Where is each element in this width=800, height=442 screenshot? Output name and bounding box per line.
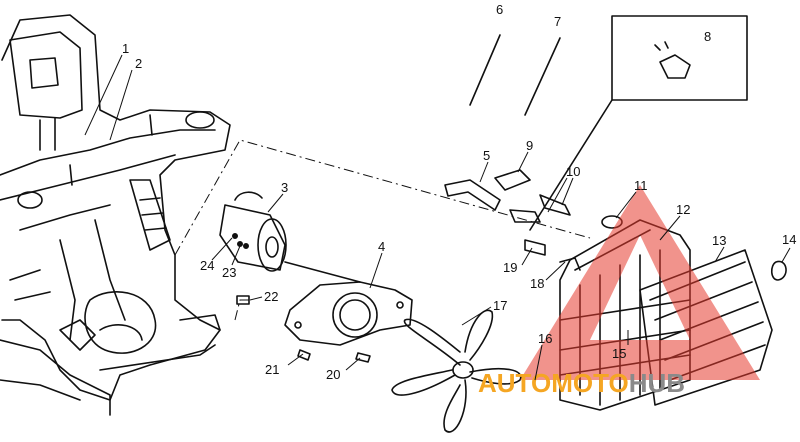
callout-10: 10 [566,164,580,179]
rods [469,34,561,116]
hoses [444,169,581,271]
fan-part [391,309,522,433]
callout-21: 21 [265,362,279,377]
callout-5: 5 [483,148,490,163]
callout-20: 20 [326,367,340,382]
frame-assembly [0,14,231,416]
callout-24: 24 [200,258,214,273]
callout-9: 9 [526,138,533,153]
callout-12: 12 [676,202,690,217]
watermark-triangle-logo [520,185,760,380]
automotohub-watermark: AUTOMOTOHUB [478,185,760,398]
svg-text:AUTOMOTOHUB: AUTOMOTOHUB [478,368,685,398]
callout-19: 19 [503,260,517,275]
sensor-detail-box [529,15,748,231]
callout-13: 13 [712,233,726,248]
callout-16: 16 [538,331,552,346]
callout-8: 8 [704,29,711,44]
callout-1: 1 [122,41,129,56]
callout-14: 14 [782,232,796,247]
fan-shroud-bracket [284,281,413,346]
watermark-text-hub: HUB [629,368,685,398]
callout-labels: 1 2 3 4 5 6 7 8 9 10 11 12 13 14 15 16 1… [122,2,796,382]
callout-15: 15 [612,346,626,361]
callout-7: 7 [554,14,561,29]
alignment-lines [174,139,591,321]
callout-2: 2 [135,56,142,71]
callout-3: 3 [281,180,288,195]
callout-22: 22 [264,289,278,304]
callout-6: 6 [496,2,503,17]
motor-part [219,191,361,283]
leader-lines [84,54,791,381]
callout-11: 11 [634,178,648,193]
callout-17: 17 [493,298,507,313]
callout-18: 18 [530,276,544,291]
watermark-text-automoto: AUTOMOTO [478,368,629,398]
clip-part [770,260,787,281]
fasteners [236,295,371,363]
callout-23: 23 [222,265,236,280]
callout-4: 4 [378,239,385,254]
